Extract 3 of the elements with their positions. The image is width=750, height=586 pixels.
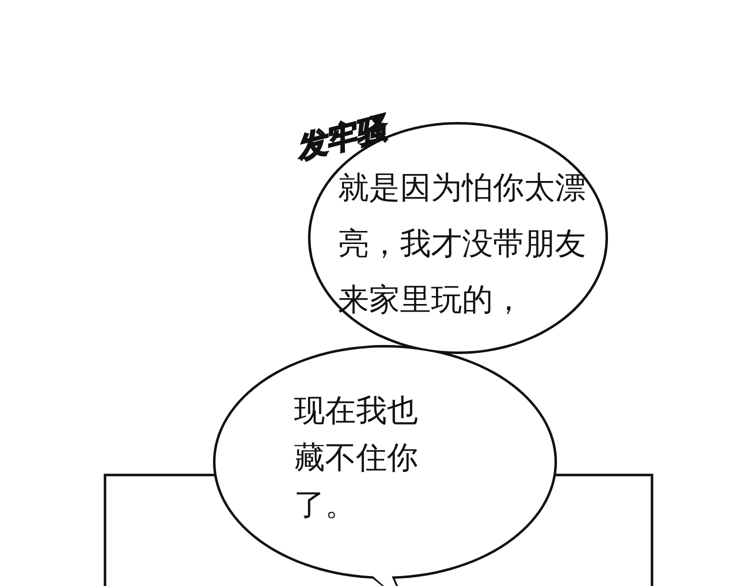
speech-text: 就是因为怕你太漂亮，我才没带朋友来家里玩的， <box>338 169 587 320</box>
sound-effect-text: 发牢骚 <box>292 110 390 168</box>
speech-text: 现在我也藏不住你了。 <box>294 392 419 525</box>
